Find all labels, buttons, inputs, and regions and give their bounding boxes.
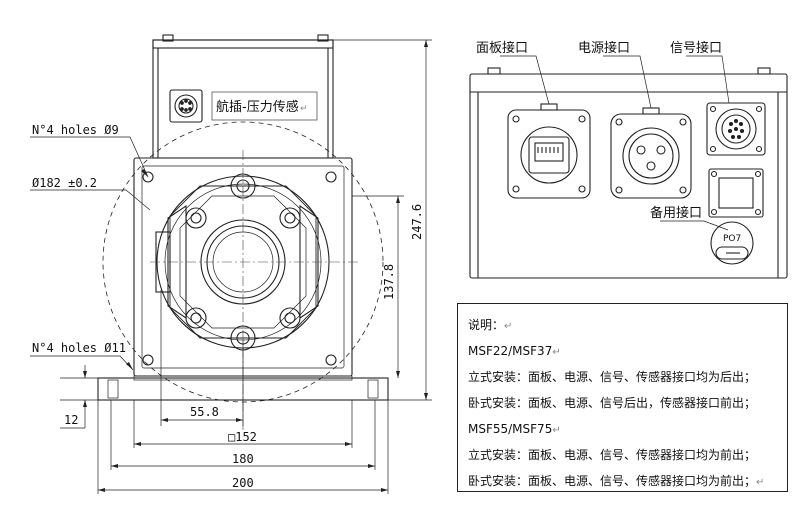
square-label: □152 <box>228 430 257 444</box>
holes-bottom-label: N°4 holes Ø11 <box>32 341 126 355</box>
notes-title: 说明：↵ <box>468 318 513 332</box>
width-180-label: 180 <box>232 452 254 466</box>
signal-port-icon <box>706 102 766 156</box>
notes-model-2: MSF55/MSF75↵ <box>468 422 561 436</box>
motor-front-view <box>97 34 389 403</box>
power-port-icon <box>610 107 692 199</box>
spare-cover-icon <box>708 168 764 218</box>
power-port-label: 电源接口 <box>578 40 630 56</box>
holes-top-label: N°4 holes Ø9 <box>32 123 119 137</box>
panel-port-icon <box>507 103 591 199</box>
height-total-label: 247.6 <box>410 204 424 240</box>
thickness-label: 12 <box>64 413 78 427</box>
connector-paragraph-mark: ↵ <box>300 104 308 114</box>
offset-label: 55.8 <box>190 405 219 419</box>
signal-port-label: 信号接口 <box>670 40 722 56</box>
notes-line-2: 卧式安装：面板、电源、信号后出，传感器接口前出； <box>468 396 757 410</box>
notes-model-1: MSF22/MSF37↵ <box>468 344 561 358</box>
aviation-connector-icon <box>169 89 203 123</box>
notes-line-4: 卧式安装：面板、电源、信号、传感器接口均为前出；↵ <box>468 474 765 488</box>
notes-box: 说明：↵ MSF22/MSF37↵ 立式安装：面板、电源、信号、传感器接口均为后… <box>457 303 788 492</box>
height-center-label: 137.8 <box>382 264 396 300</box>
circle-dia-label: Ø182 ±0.2 <box>32 176 97 190</box>
cap-text: PO7 <box>723 234 741 244</box>
dimension-lines <box>30 39 432 494</box>
notes-line-1: 立式安装：面板、电源、信号、传感器接口均为后出； <box>468 370 757 384</box>
electrical-box-rear-view <box>469 67 788 279</box>
width-200-label: 200 <box>232 476 254 490</box>
panel-port-label: 面板接口 <box>476 40 528 56</box>
notes-line-3: 立式安装：面板、电源、信号、传感器接口均为前出； <box>468 448 757 462</box>
spare-cap-icon <box>710 221 754 265</box>
spare-port-label: 备用接口 <box>650 205 702 221</box>
connector-label: 航插-压力传感 <box>216 99 299 115</box>
